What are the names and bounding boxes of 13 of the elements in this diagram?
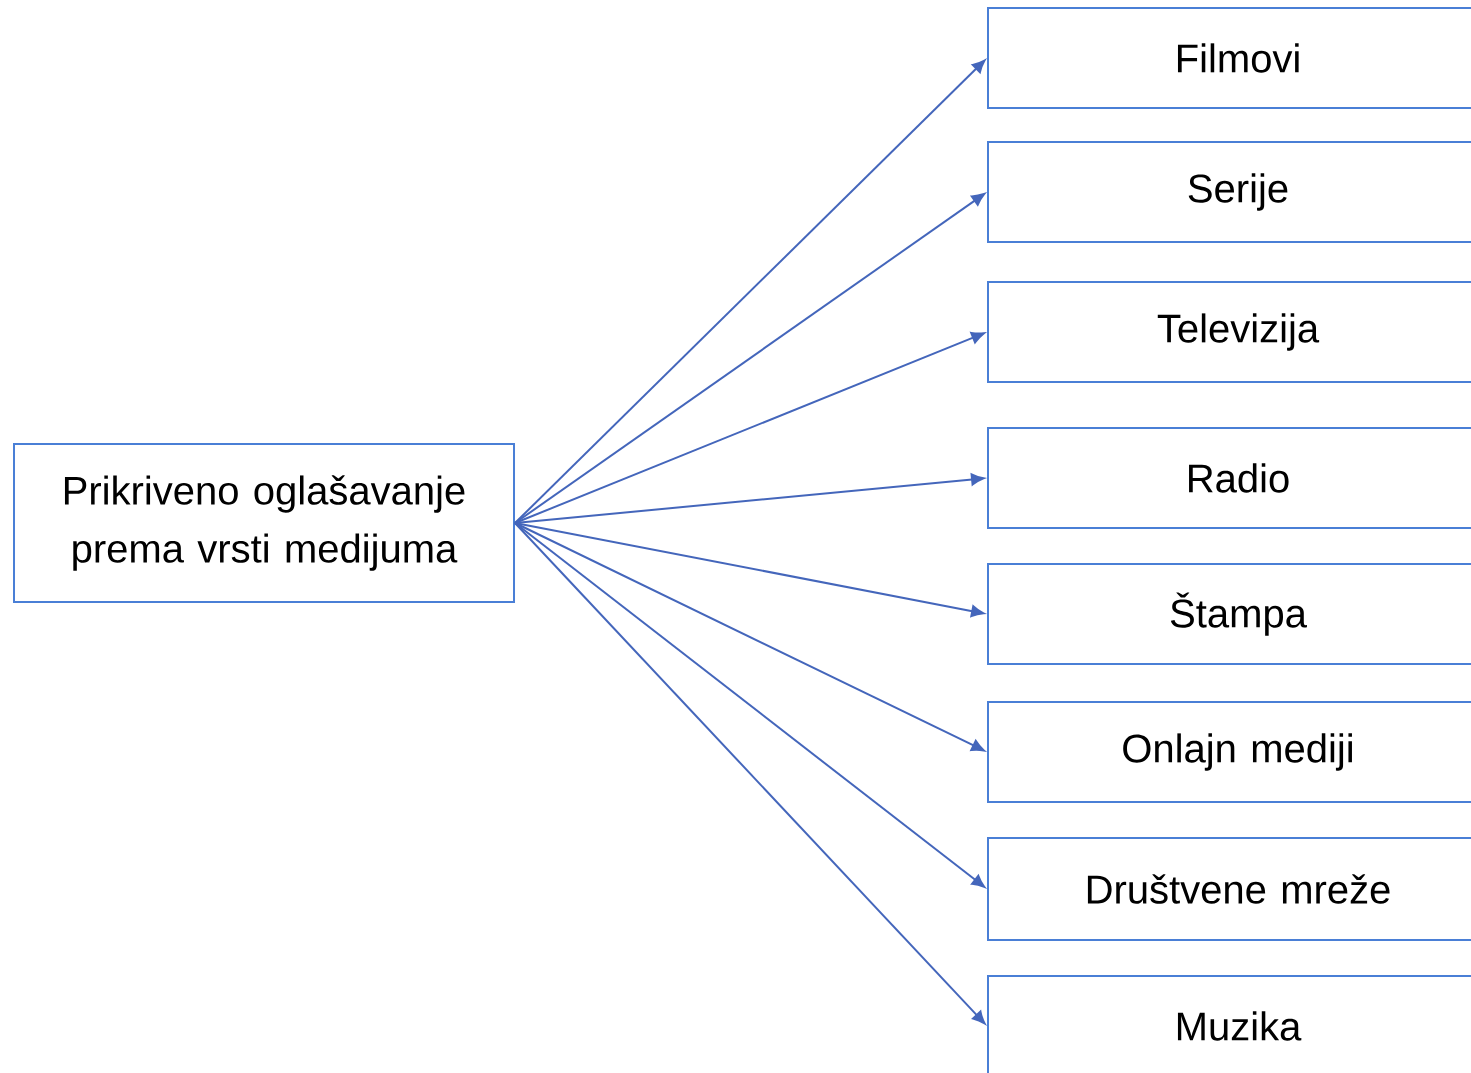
category-box: Društvene mreže	[987, 837, 1471, 941]
category-box: Onlajn mediji	[987, 701, 1471, 803]
category-box: Televizija	[987, 281, 1471, 383]
topic-box: Prikriveno oglašavanje prema vrsti medijuma	[13, 443, 515, 603]
arrow	[514, 59, 986, 524]
arrow	[514, 193, 986, 524]
arrow	[514, 522, 986, 1025]
category-box: Filmovi	[987, 7, 1471, 109]
category-box: Radio	[987, 427, 1471, 529]
category-box: Štampa	[987, 563, 1471, 665]
category-box: Muzika	[987, 975, 1471, 1073]
arrow	[514, 522, 986, 888]
category-box: Serije	[987, 141, 1471, 243]
